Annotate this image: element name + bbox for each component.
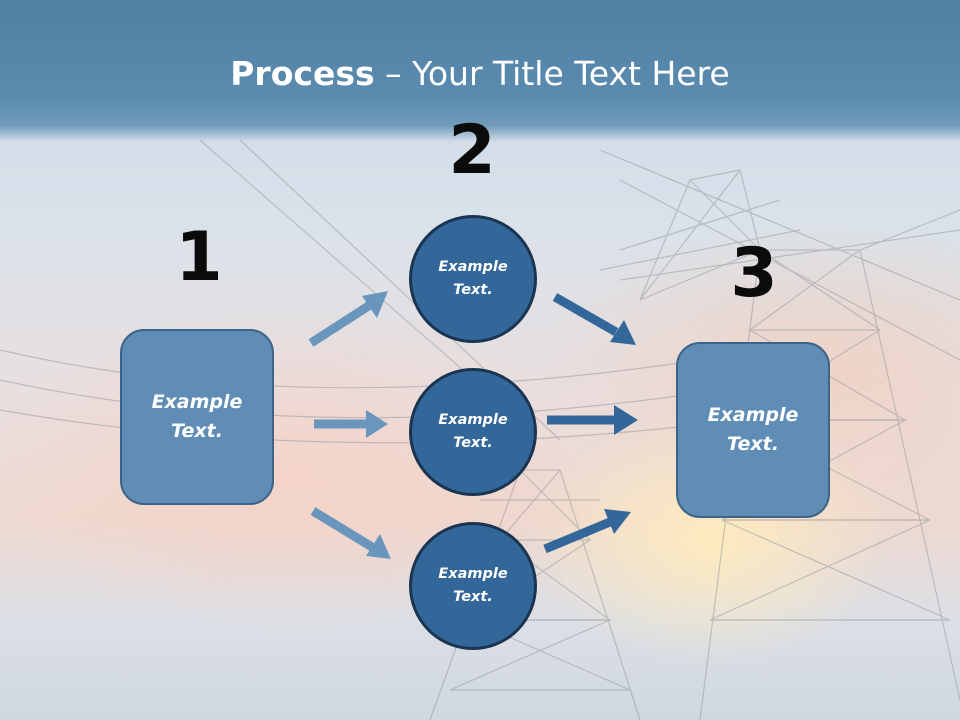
step-2-circle-bottom[interactable]: Example Text. [409, 522, 537, 650]
arrow-bottom-to-3 [543, 509, 631, 554]
step-number-2: 2 [448, 111, 496, 190]
title-band [0, 0, 960, 142]
arrow-1-to-middle [314, 410, 388, 438]
step-2-circle-middle[interactable]: Example Text. [409, 368, 537, 496]
step-1-box[interactable]: Example Text. [120, 329, 274, 505]
arrow-top-to-3 [552, 293, 636, 345]
circle-middle-text-line1: Example [438, 412, 508, 428]
arrow-1-to-top [308, 291, 388, 347]
slide-title: Process – Your Title Text Here [0, 52, 960, 96]
arrow-middle-to-3 [547, 405, 638, 435]
circle-bottom-text-line2: Text. [453, 589, 493, 605]
arrow-1-to-bottom [310, 507, 391, 559]
circle-middle-text-line2: Text. [453, 435, 493, 451]
step-3-text-line1: Example [707, 404, 799, 426]
circle-bottom-text-line1: Example [438, 566, 508, 582]
circle-top-text-line1: Example [438, 259, 508, 275]
step-3-box[interactable]: Example Text. [676, 342, 830, 518]
step-number-3: 3 [730, 234, 778, 313]
title-bold: Process [230, 54, 375, 93]
step-number-1: 1 [175, 218, 223, 297]
circle-top-text-line2: Text. [453, 282, 493, 298]
title-rest: – Your Title Text Here [374, 54, 730, 93]
step-1-text-line2: Text. [171, 420, 223, 442]
step-1-text-line1: Example [151, 391, 243, 413]
step-3-text-line2: Text. [727, 433, 779, 455]
step-2-circle-top[interactable]: Example Text. [409, 215, 537, 343]
